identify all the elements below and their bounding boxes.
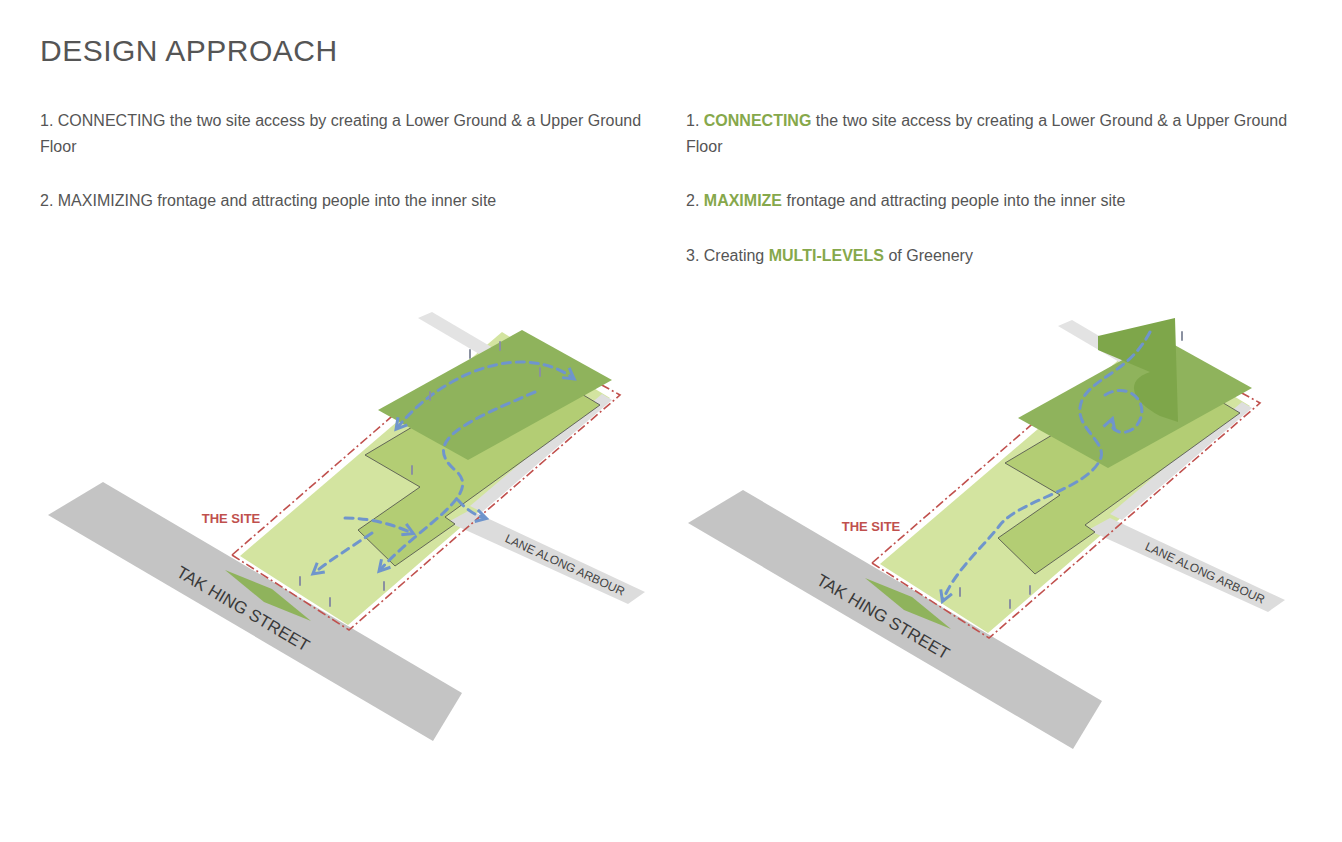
person bbox=[411, 466, 413, 474]
key-word: MULTI-LEVELS bbox=[769, 247, 884, 264]
left-site-drawing bbox=[48, 312, 645, 741]
flow-arrow bbox=[1105, 390, 1142, 432]
approach-statement: 1. CONNECTING the two site access by cre… bbox=[686, 108, 1316, 161]
statement-text: of Greenery bbox=[884, 247, 973, 264]
site-label: THE SITE bbox=[842, 520, 901, 533]
lane-name: LANE ALONG ARBOUR bbox=[1143, 540, 1266, 605]
person bbox=[959, 588, 961, 596]
site-label: THE SITE bbox=[202, 512, 261, 525]
person bbox=[1029, 586, 1031, 594]
person bbox=[469, 350, 471, 358]
street-name: TAK HING STREET bbox=[814, 571, 953, 662]
statement-text: frontage and attracting people into the … bbox=[782, 192, 1125, 209]
statement-text: 3. Creating bbox=[686, 247, 769, 264]
statement-text: 1. bbox=[686, 112, 704, 129]
person bbox=[299, 577, 301, 585]
flow-arrow bbox=[458, 500, 485, 518]
approach-statement: 3. Creating MULTI-LEVELS of Greenery bbox=[686, 243, 1316, 269]
page-title: DESIGN APPROACH bbox=[40, 34, 338, 68]
flow-arrow bbox=[397, 362, 573, 428]
street-name: TAK HING STREET bbox=[174, 563, 313, 654]
person bbox=[499, 342, 501, 350]
lane-name: LANE ALONG ARBOUR bbox=[503, 532, 626, 597]
approach-statement: 2. MAXIMIZE frontage and attracting peop… bbox=[686, 188, 1316, 214]
right-site-drawing bbox=[688, 320, 1285, 749]
approach-statement: 2. MAXIMIZING frontage and attracting pe… bbox=[40, 188, 650, 214]
person bbox=[383, 582, 385, 590]
flow-arrow bbox=[345, 518, 412, 533]
key-word: CONNECTING bbox=[704, 112, 812, 129]
roof-level bbox=[1098, 318, 1178, 422]
flow-arrow bbox=[314, 533, 372, 573]
flow-arrow bbox=[943, 332, 1150, 600]
person bbox=[539, 368, 541, 376]
person bbox=[329, 598, 331, 606]
person bbox=[1009, 600, 1011, 608]
statement-text: 2. bbox=[686, 192, 704, 209]
approach-statement: 1. CONNECTING the two site access by cre… bbox=[40, 108, 650, 161]
person bbox=[429, 392, 431, 400]
person bbox=[1181, 332, 1183, 340]
key-word: MAXIMIZE bbox=[704, 192, 782, 209]
